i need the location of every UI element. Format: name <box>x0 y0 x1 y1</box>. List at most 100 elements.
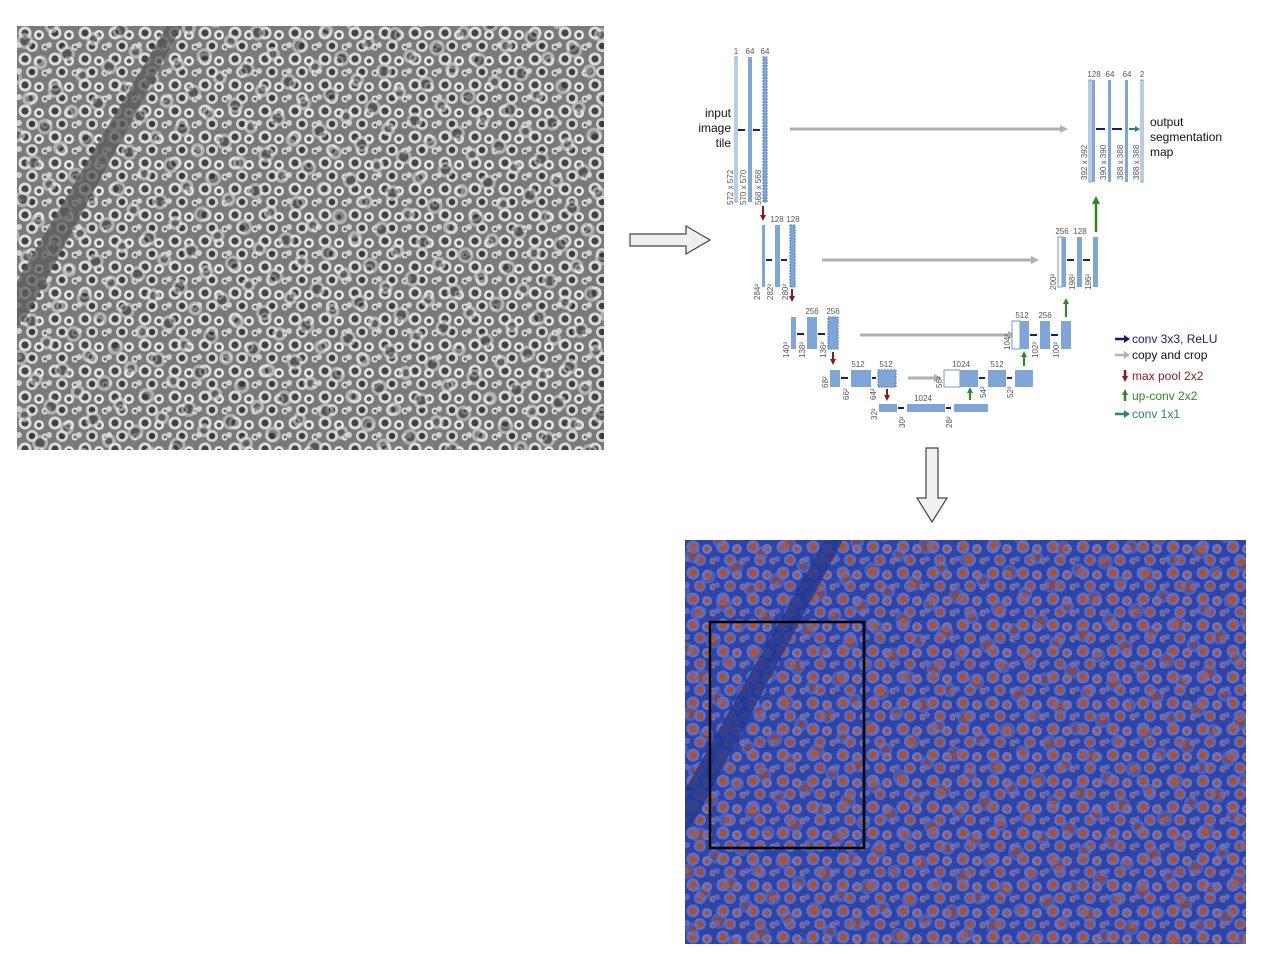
legend-label: up-conv 2x2 <box>1132 389 1198 403</box>
decoder-level-1: 128 64 64 2 392 x 392 390 x 390 388 x 38… <box>1080 70 1145 183</box>
feature-map <box>789 224 796 288</box>
input-label-line1: input <box>705 106 732 120</box>
size-label: 102² <box>1031 342 1040 358</box>
legend-item-conv: conv 3x3, ReLU <box>1115 332 1217 346</box>
size-label: 66² <box>842 388 851 400</box>
input-label-line2: image <box>698 121 731 135</box>
size-label: 54² <box>979 386 988 398</box>
feature-map <box>1062 237 1066 287</box>
channel-label: 512 <box>851 360 865 369</box>
channel-label: 256 <box>805 307 819 316</box>
channel-label: 128 <box>786 215 800 224</box>
feature-map <box>1125 80 1128 182</box>
size-label: 568 x 568 <box>754 169 763 205</box>
channel-label: 512 <box>1015 311 1029 320</box>
channel-label: 1 <box>734 47 739 56</box>
feature-map <box>1015 370 1033 387</box>
size-label: 196² <box>1084 274 1093 290</box>
legend-label: max pool 2x2 <box>1132 369 1204 383</box>
size-label: 56² <box>935 376 944 388</box>
output-label-line1: output <box>1150 115 1184 129</box>
channel-label: 128 <box>1087 70 1101 79</box>
channel-label: 2 <box>1140 70 1145 79</box>
unet-architecture-diagram: input image tile output segmentation map… <box>698 47 1222 428</box>
legend-item-copy-crop: copy and crop <box>1115 348 1208 362</box>
channel-label: 1024 <box>914 394 932 403</box>
right-arrow-icon <box>629 224 712 256</box>
encoder-level-3: 256 256 140² 138² 136² <box>782 307 1016 365</box>
feature-map <box>775 225 780 287</box>
size-label: 570 x 570 <box>739 169 748 205</box>
feature-map <box>1092 80 1095 182</box>
cropped-feature-map <box>1057 236 1063 288</box>
size-label: 136² <box>819 342 828 358</box>
zoom-region-box <box>708 620 866 850</box>
legend-label: copy and crop <box>1132 348 1208 362</box>
size-label: 390 x 390 <box>1099 144 1108 180</box>
size-label: 280² <box>781 284 790 300</box>
size-label: 392 x 392 <box>1080 144 1089 180</box>
feature-map <box>960 370 978 387</box>
decoder-level-3: 512 256 104² 102² 100² <box>1003 298 1071 358</box>
legend: conv 3x3, ReLU copy and crop max pool 2x… <box>1115 332 1217 421</box>
feature-map <box>907 404 945 412</box>
channel-label: 512 <box>990 360 1004 369</box>
size-label: 282² <box>766 284 775 300</box>
channel-label: 64 <box>761 47 770 56</box>
feature-map <box>988 370 1006 387</box>
legend-item-upconv: up-conv 2x2 <box>1122 389 1198 403</box>
feature-map <box>877 369 897 388</box>
size-label: 284² <box>753 284 762 300</box>
feature-map <box>762 225 765 287</box>
feature-map <box>748 57 752 202</box>
legend-label: conv 3x3, ReLU <box>1132 332 1217 346</box>
size-label: 100² <box>1052 342 1061 358</box>
channel-label: 64 <box>1106 70 1115 79</box>
feature-map <box>1040 321 1050 349</box>
size-label: 572 x 572 <box>726 169 735 205</box>
feature-map <box>1093 237 1098 287</box>
legend-label: conv 1x1 <box>1132 407 1180 421</box>
legend-item-conv1x1: conv 1x1 <box>1115 407 1180 421</box>
channel-label: 64 <box>746 47 755 56</box>
size-label: 64² <box>869 388 878 400</box>
feature-map <box>791 317 796 349</box>
feature-map <box>954 404 988 412</box>
cropped-feature-map <box>1011 320 1021 350</box>
output-label-line3: map <box>1150 145 1174 159</box>
microscopy-input-image <box>17 26 604 450</box>
feature-map <box>1077 237 1082 287</box>
size-label: 388 x 388 <box>1132 144 1141 180</box>
channel-label: 128 <box>1073 227 1087 236</box>
channel-label: 256 <box>1038 311 1052 320</box>
channel-label: 128 <box>770 215 784 224</box>
size-label: 28² <box>945 416 954 428</box>
decoder-level-4: 1024 512 56² 54² 52² <box>935 351 1033 398</box>
feature-map <box>1108 80 1111 182</box>
feature-map <box>827 316 839 350</box>
legend-item-maxpool: max pool 2x2 <box>1122 369 1204 383</box>
feature-map <box>734 56 738 203</box>
size-label: 32² <box>870 408 879 420</box>
decoder-level-2: 256 128 200² 198² 196² <box>1049 196 1100 290</box>
size-label: 388 x 388 <box>1116 144 1125 180</box>
feature-map <box>879 404 897 412</box>
size-label: 140² <box>782 342 791 358</box>
cropped-feature-map <box>1088 79 1092 183</box>
channel-label: 256 <box>1055 227 1069 236</box>
feature-map <box>762 56 768 203</box>
feature-map <box>851 370 871 387</box>
channel-label: 64 <box>1123 70 1132 79</box>
feature-map <box>807 317 817 349</box>
feature-map <box>1020 321 1029 349</box>
channel-label: 512 <box>879 360 893 369</box>
size-label: 68² <box>821 376 830 388</box>
size-label: 52² <box>1006 386 1015 398</box>
size-label: 30² <box>898 416 907 428</box>
size-label: 138² <box>798 342 807 358</box>
encoder-level-4: 512 512 68² 66² 64² <box>821 360 942 401</box>
size-label: 200² <box>1049 274 1058 290</box>
segmentation-output-image <box>685 540 1246 944</box>
encoder-level-2: 128 128 284² 282² 280² <box>753 215 1039 302</box>
output-map <box>1140 79 1144 183</box>
